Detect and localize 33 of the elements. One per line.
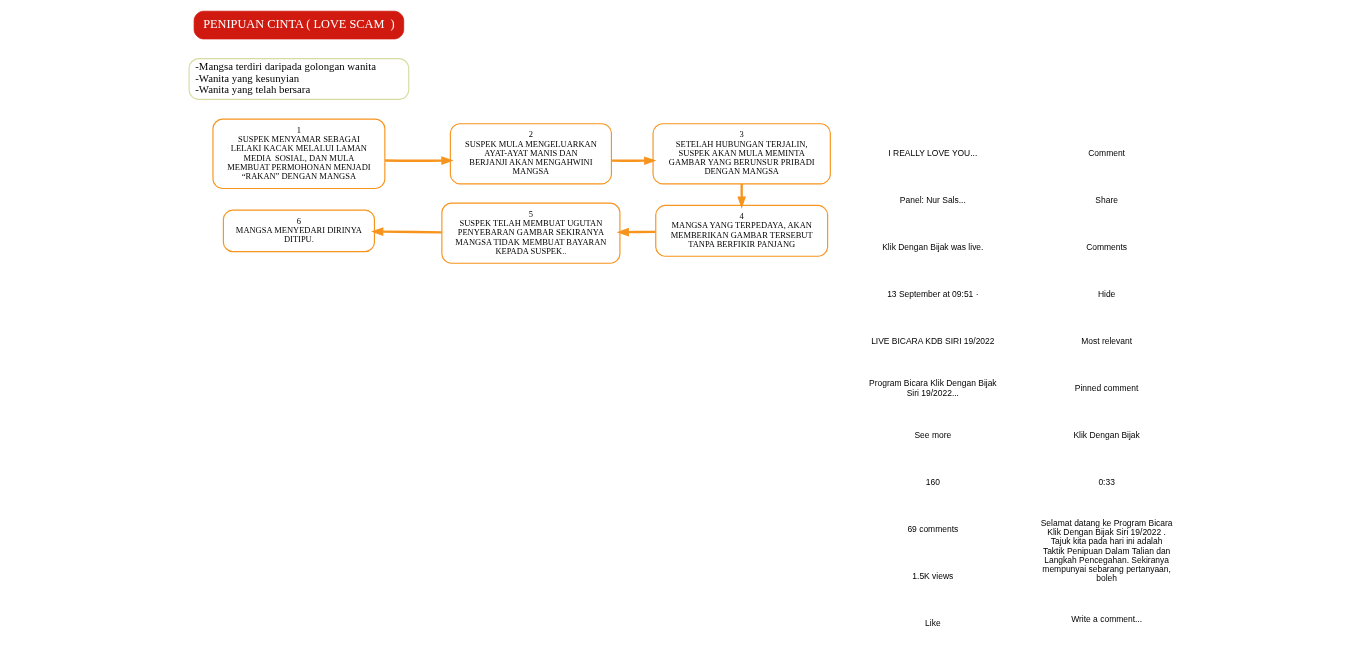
node-box: -Mangsa terdiri daripada golongan wanita -Wanita yang kesunyian -Wanita yang telah bersara (188, 58, 409, 101)
label: Comments (1085, 241, 1127, 252)
label: Most relevant (1080, 336, 1132, 346)
label: Selamat datang ke Program Bicara Klik Dengan Bijak Siri 19/2022 . Tajuk kita pada hari ini adalah Taktik Penipuan Dalam Talian dan Langkah Pencegahan. Sekiranya mempunyai sebarang pertanyaan, boleh (1040, 517, 1173, 584)
label: 0:33 (1097, 477, 1115, 488)
label: Panel: Nur Sals... (899, 194, 966, 205)
label: Klik Dengan Bijak (1072, 430, 1140, 441)
label: 160 (925, 477, 940, 488)
arrow (616, 227, 655, 237)
label: Hide (1097, 288, 1115, 299)
arrow (370, 227, 442, 236)
label: Share (1094, 194, 1118, 205)
label: Comment (1087, 147, 1125, 158)
label: Write a comment... (1070, 614, 1142, 625)
label: 13 September at 09:51 · (886, 288, 978, 299)
label: Klik Dengan Bijak was live. (881, 241, 983, 252)
label: 69 comments (906, 524, 958, 535)
label: Program Bicara Klik Dengan Bijak Siri 19/2022... (868, 378, 997, 398)
node-box: 3 SETELAH HUBUNGAN TERJALIN, SUSPEK AKAN MULA MEMINTA GAMBAR YANG BERUNSUR PRIBADI DENGAN MANGSA (651, 123, 831, 185)
node-box: 4 MANGSA YANG TERPEDAYA, AKAN MEMBERIKAN GAMBAR TERSEBUT TANPA BERFIKIR PANJANG (654, 204, 828, 257)
label: 1.5K views (911, 571, 953, 582)
label: Like (924, 618, 941, 629)
label: See more (913, 430, 951, 441)
label: I REALLY LOVE YOU... (887, 147, 977, 158)
label: Pinned comment (1074, 383, 1138, 394)
node-box: 1 SUSPEK MENYAMAR SEBAGAI LELAKI KACAK MELALUI LAMAN MEDIA SOSIAL, DAN MULA MEMBUAT PERMOHONAN MENJADI “RAKAN” DENGAN MANGSA (211, 118, 385, 190)
node-box: 2 SUSPEK MULA MENGELUARKAN AYAT-AYAT MANIS DAN BERJANJI AKAN MENGAHWINI MANGSA (449, 123, 612, 185)
node-box: 5 SUSPEK TELAH MEMBUAT UGUTAN PENYEBARAN GAMBAR SEKIRANYA MANGSA TIDAK MEMBUAT BAYARAN KEPADA SUSPEK.. (440, 202, 620, 264)
arrow (611, 156, 656, 166)
node-box: PENIPUAN CINTA ( LOVE SCAM ) (193, 10, 404, 40)
arrow (384, 156, 454, 165)
label: LIVE BICARA KDB SIRI 19/2022 (870, 336, 994, 346)
node-box: 6 MANGSA MENYEDARI DIRINYA DITIPU. (222, 209, 375, 253)
